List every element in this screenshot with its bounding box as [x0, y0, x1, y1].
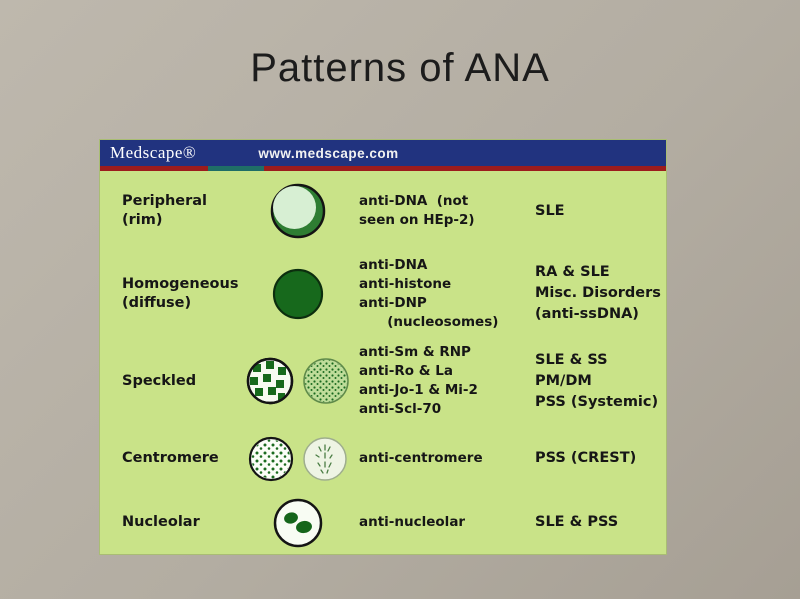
antibody-list: anti-DNA (not seen on HEp-2) — [359, 193, 475, 228]
header-divider-teal-segment — [208, 166, 264, 171]
disease-list: SLE & SS PM/DM PSS (Systemic) — [535, 351, 659, 410]
pattern-name: Peripheral (rim) — [122, 193, 208, 228]
medscape-header-bar: Medscape® www.medscape.com — [100, 140, 666, 166]
antibody-list: anti-Sm & RNP anti-Ro & La anti-Jo-1 & M… — [359, 344, 478, 417]
header-divider — [100, 166, 666, 171]
table-row: Speckled — [100, 336, 666, 426]
pattern-name: Centromere — [122, 450, 219, 466]
ana-pattern-table: Peripheral (rim) anti-DNA (not seen on H… — [100, 171, 666, 554]
centromere-dots-pattern-icon — [247, 435, 295, 483]
centromere-mitotic-pattern-icon — [301, 435, 349, 483]
medscape-panel: Medscape® www.medscape.com Peripheral (r… — [100, 140, 666, 554]
pattern-name: Speckled — [122, 372, 197, 389]
nucleolar-pattern-icon — [240, 497, 355, 549]
medscape-logo: Medscape® — [110, 143, 197, 162]
antibody-list: anti-centromere — [359, 450, 483, 466]
page-title: Patterns of ANA — [250, 46, 550, 90]
disease-list: SLE — [535, 202, 565, 219]
antibody-list: anti-nucleolar — [359, 514, 466, 530]
speckled-icons — [240, 356, 355, 406]
medscape-url: www.medscape.com — [258, 145, 399, 161]
antibody-list: anti-DNA anti-histone anti-DNP (nucleoso… — [359, 256, 499, 330]
speckled-fine-pattern-icon — [301, 356, 351, 406]
table-row: Peripheral (rim) anti-DNA (not seen on H… — [100, 171, 666, 251]
disease-list: PSS (CREST) — [535, 450, 637, 466]
pattern-name: Homogeneous (diffuse) — [122, 275, 239, 311]
table-row: Centromere — [100, 426, 666, 491]
table-row: Homogeneous (diffuse) anti-DNA anti-hist… — [100, 251, 666, 336]
disease-list: RA & SLE Misc. Disorders (anti-ssDNA) — [535, 264, 661, 322]
centromere-icons — [240, 435, 355, 483]
table-row: Nucleolar anti-nucleolar SLE & PSS — [100, 491, 666, 554]
homogeneous-diffuse-pattern-icon — [240, 267, 355, 321]
peripheral-rim-pattern-icon — [240, 182, 355, 240]
disease-list: SLE & PSS — [535, 514, 619, 530]
pattern-name: Nucleolar — [122, 514, 200, 530]
speckled-coarse-pattern-icon — [245, 356, 295, 406]
